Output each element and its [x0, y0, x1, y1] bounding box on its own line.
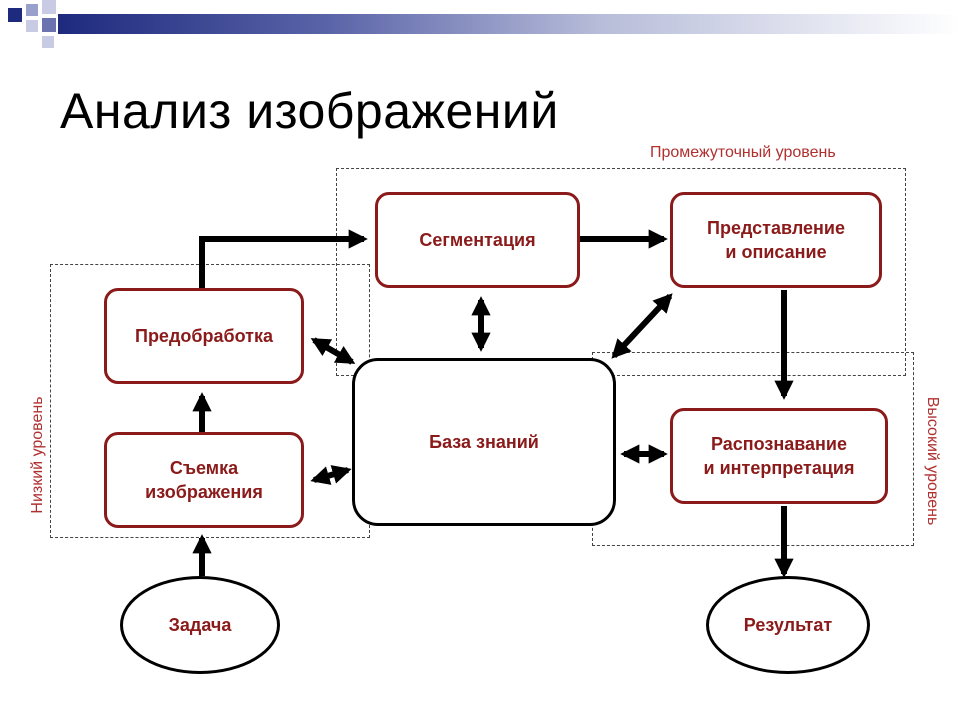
zone-label-low: Низкий уровень: [29, 396, 46, 514]
node-result: Результат: [706, 576, 870, 674]
node-recognition: Распознавание и интерпретация: [670, 408, 888, 504]
node-acquisition: Съемка изображения: [104, 432, 304, 528]
zone-label-intermediate: Промежуточный уровень: [650, 144, 836, 161]
slide-title: Анализ изображений: [60, 83, 559, 139]
header-bar: [58, 14, 960, 34]
node-task: Задача: [120, 576, 280, 674]
node-knowledge-base: База знаний: [352, 358, 616, 526]
header-squares-icon: [8, 0, 56, 48]
node-preprocessing: Предобработка: [104, 288, 304, 384]
zone-label-high: Высокий уровень: [924, 396, 941, 526]
node-segmentation: Сегментация: [375, 192, 580, 288]
node-representation: Представление и описание: [670, 192, 882, 288]
